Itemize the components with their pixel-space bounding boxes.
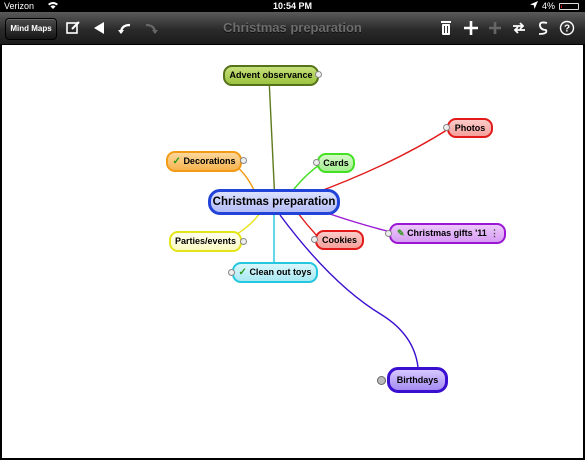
link-birthdays (279, 214, 419, 368)
central-topic[interactable]: Christmas preparation (208, 189, 340, 215)
collapse-handle-gifts[interactable] (385, 230, 392, 237)
collapse-handle-parties[interactable] (240, 238, 247, 245)
help-icon[interactable]: ? (557, 18, 577, 38)
checkmark-icon: ✓ (172, 156, 181, 167)
status-bar: Verizon 10:54 PM 4% (0, 0, 585, 12)
trash-icon[interactable] (436, 18, 456, 38)
battery-percent: 4% (541, 1, 555, 11)
collapse-handle-advent[interactable] (315, 71, 322, 78)
add-child-icon[interactable] (485, 18, 505, 38)
collapse-handle-toys[interactable] (228, 269, 235, 276)
status-right: 4% (529, 0, 579, 12)
wifi-icon (48, 0, 58, 12)
link-cookies (296, 211, 319, 238)
topic-parties-events[interactable]: Parties/events (169, 231, 242, 252)
clock: 10:54 PM (272, 1, 313, 11)
topic-christmas-gifts[interactable]: ✎ Christmas gifts '11 ⋮ (389, 223, 506, 244)
carrier-name: Verizon (4, 1, 35, 11)
connect-icon[interactable] (533, 18, 553, 38)
mind-maps-button[interactable]: Mind Maps (5, 18, 57, 40)
expand-handle-birthdays[interactable] (377, 376, 386, 385)
link-advent (268, 77, 276, 204)
collapse-handle-cards[interactable] (313, 159, 320, 166)
collapse-handle-photos[interactable] (443, 124, 450, 131)
topic-cookies[interactable]: Cookies (315, 230, 364, 250)
link-lines (231, 77, 451, 368)
outline-icon: ⋮ (490, 228, 499, 238)
toolbar: Mind Maps Christmas preparation ? (0, 12, 585, 45)
redo-icon[interactable] (141, 18, 161, 38)
battery-icon (559, 2, 579, 10)
relink-icon[interactable] (509, 18, 529, 38)
map-title: Christmas preparation (223, 20, 362, 35)
topic-birthdays[interactable]: Birthdays (387, 367, 448, 393)
add-node-icon[interactable] (461, 18, 481, 38)
link-photos (309, 127, 451, 196)
topic-decorations[interactable]: ✓ Decorations (166, 151, 242, 172)
undo-icon[interactable] (115, 18, 135, 38)
location-icon (529, 0, 538, 12)
collapse-handle-cookies[interactable] (311, 236, 318, 243)
compose-icon[interactable] (63, 18, 83, 38)
collapse-handle-decorations[interactable] (240, 157, 247, 164)
topic-cards[interactable]: Cards (317, 153, 355, 173)
topic-clean-out-toys[interactable]: ✓ Clean out toys (232, 262, 318, 283)
gift-tag-icon: ✎ (397, 228, 405, 238)
mindmap-canvas[interactable]: Advent observance ✓ Decorations Cards Ph… (2, 45, 583, 458)
topic-photos[interactable]: Photos (447, 118, 493, 138)
svg-text:?: ? (564, 24, 570, 35)
topic-advent-observance[interactable]: Advent observance (223, 65, 319, 86)
checkmark-icon: ✓ (238, 267, 247, 278)
back-arrow-icon[interactable] (89, 18, 109, 38)
